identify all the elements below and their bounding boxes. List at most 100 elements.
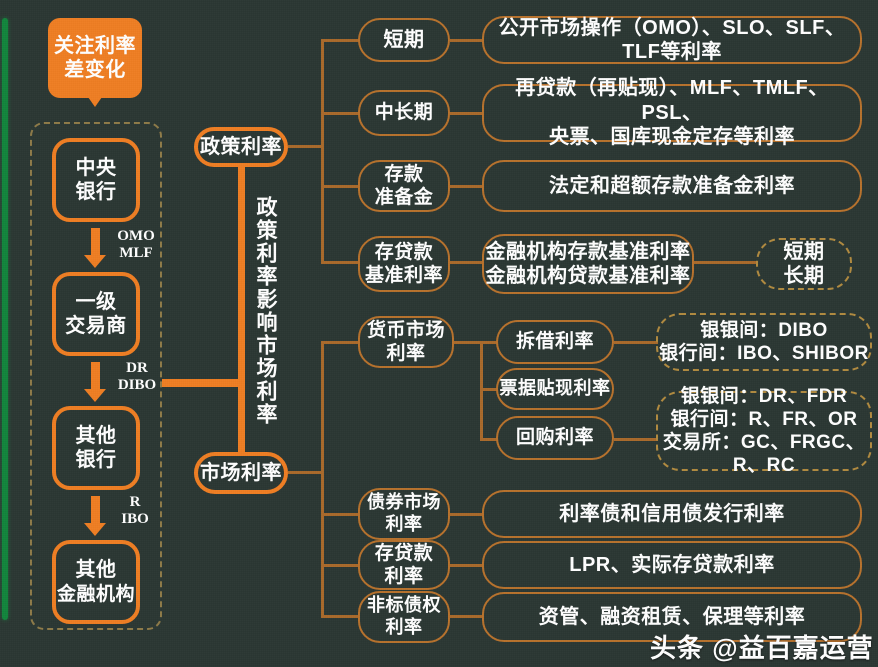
policy-row-3-link (450, 185, 484, 188)
money-market-sub-2-label: 票据贴现利率 (499, 378, 611, 399)
node-central-bank-line-2: 银行 (75, 181, 117, 203)
policy-branch-stub (288, 145, 324, 148)
policy-key-reserve-line-1: 存款 (384, 163, 424, 185)
market-detail-nonstandard-text: 资管、融资租赁、保理等利率 (538, 605, 806, 628)
policy-key-short-term: 短期 (358, 18, 450, 62)
policy-extra-term-box: 短期 长期 (756, 238, 852, 290)
policy-feeder-3 (321, 185, 359, 188)
policy-detail-mlt-line-1: 再贷款（再贴现）、MLF、TMLF、PSL、 (515, 77, 829, 124)
edge-label-omo-mlf: OMO MLF (104, 228, 168, 262)
money-market-detail-2-line-3: 交易所：GC、FRGC、R、RC (662, 432, 866, 477)
policy-feeder-1 (321, 39, 359, 42)
node-primary-dealer-line-2: 交易商 (65, 315, 127, 337)
connector-spine-vertical (238, 164, 245, 456)
money-market-sub-feeder-1 (480, 341, 498, 344)
money-market-detail-2-line-1: 银银间：DR、FDR (680, 385, 848, 407)
title-line-1: 关注利率 (54, 34, 136, 57)
policy-extra-term-line-2: 长期 (783, 265, 825, 287)
node-primary-dealer-line-1: 一级 (75, 290, 117, 313)
node-other-financial-institutions: 其他 金融机构 (52, 540, 140, 624)
policy-key-reserve-requirement: 存款 准备金 (358, 160, 450, 212)
money-market-detail-1-line-1: 银银间：DIBO (700, 319, 828, 341)
market-row-3-link (450, 564, 484, 567)
market-key-bond-line-1: 债券市场 (367, 492, 441, 513)
market-detail-nonstandard-credit: 资管、融资租赁、保理等利率 (482, 592, 862, 642)
market-row-2-link (450, 513, 484, 516)
spine-vertical-label: 政策利率影响市场利率 (254, 196, 277, 426)
node-other-fi-line-1: 其他 (75, 559, 117, 582)
market-key-bond-market: 债券市场 利率 (358, 488, 450, 540)
edge-label-dr-dibo-line-2: DIBO (117, 376, 157, 393)
branch-market-rate-label: 市场利率 (200, 461, 282, 484)
arrow-2-head (84, 389, 106, 402)
connector-left-to-spine (162, 379, 244, 387)
arrow-3-stem (91, 496, 100, 524)
policy-key-benchmark-line-2: 基准利率 (364, 265, 443, 286)
edge-label-dr-dibo-line-1: DR (126, 360, 148, 376)
market-key-deposit-loan: 存贷款 利率 (358, 540, 450, 590)
money-market-sub-3-label: 回购利率 (515, 427, 594, 449)
policy-key-benchmark-rate: 存贷款 基准利率 (358, 236, 450, 292)
arrow-1-stem (91, 228, 100, 256)
edge-label-r-ibo-line-2: IBO (121, 510, 149, 527)
policy-detail-short-term: 公开市场操作（OMO）、SLO、SLF、TLF等利率 (482, 16, 862, 64)
policy-row-4-extra-link (694, 261, 758, 264)
policy-extra-term-line-1: 短期 (783, 240, 825, 263)
green-accent-bar (2, 18, 8, 620)
market-branch-trunk (321, 341, 324, 618)
policy-row-2-link (450, 112, 484, 115)
money-market-detail-link-1 (614, 341, 658, 344)
edge-label-omo-mlf-line-1: OMO (117, 228, 155, 244)
node-other-banks-line-1: 其他 (75, 424, 117, 447)
node-primary-dealer: 一级 交易商 (52, 272, 140, 356)
market-detail-deposit-loan: LPR、实际存贷款利率 (482, 541, 862, 589)
market-feeder-1 (321, 341, 359, 344)
market-detail-bond-text: 利率债和信用债发行利率 (559, 502, 785, 525)
market-key-deposit-loan-line-1: 存贷款 (374, 542, 434, 564)
market-feeder-3 (321, 564, 359, 567)
money-market-detail-1-line-2: 银行间：IBO、SHIBOR (659, 343, 869, 364)
market-branch-stub (288, 471, 324, 474)
title-line-2: 差变化 (64, 59, 126, 81)
policy-detail-mlt-line-2: 央票、国库现金定存等利率 (549, 126, 795, 149)
policy-feeder-4 (321, 261, 359, 264)
policy-detail-short-term-text: 公开市场操作（OMO）、SLO、SLF、TLF等利率 (498, 16, 846, 63)
money-market-detail-lending-rates: 银银间：DIBO 银行间：IBO、SHIBOR (656, 313, 872, 371)
arrow-3-head (84, 523, 106, 536)
node-other-fi-line-2: 金融机构 (56, 583, 135, 605)
market-detail-bond-market: 利率债和信用债发行利率 (482, 490, 862, 538)
money-market-detail-link-2 (614, 438, 658, 441)
policy-detail-reserve-requirement: 法定和超额存款准备金利率 (482, 160, 862, 212)
left-chain-group (30, 122, 162, 630)
market-key-nonstandard-line-2: 利率 (385, 617, 423, 637)
market-key-bond-line-2: 利率 (385, 514, 423, 534)
edge-label-omo-mlf-line-2: MLF (119, 244, 153, 261)
node-other-banks-line-2: 银行 (75, 449, 117, 471)
policy-row-1-link (450, 39, 484, 42)
watermark: 头条 @益百嘉运营 (650, 633, 874, 663)
market-key-money-market-line-1: 货币市场 (366, 319, 445, 341)
policy-row-4-link (450, 261, 484, 264)
edge-label-r-ibo: R IBO (104, 494, 166, 528)
policy-key-reserve-line-2: 准备金 (374, 187, 434, 208)
policy-key-short-term-label: 短期 (383, 28, 425, 51)
market-feeder-4 (321, 615, 359, 618)
policy-detail-medium-long-term: 再贷款（再贴现）、MLF、TMLF、PSL、 央票、国库现金定存等利率 (482, 77, 862, 148)
node-central-bank: 中央 银行 (52, 138, 140, 222)
money-market-sub-feeder-2 (480, 388, 498, 391)
node-other-banks: 其他 银行 (52, 406, 140, 490)
money-market-sub-bill-discount: 票据贴现利率 (496, 368, 614, 410)
money-market-sub-trunk (480, 341, 483, 441)
title-callout-tail (88, 97, 102, 107)
money-market-sub-feeder-3 (480, 438, 498, 441)
money-market-sub-stub (454, 341, 482, 344)
node-central-bank-line-1: 中央 (75, 156, 117, 179)
money-market-sub-1-label: 拆借利率 (515, 331, 594, 353)
arrow-2-stem (91, 362, 100, 390)
market-key-nonstandard-line-1: 非标债权 (367, 595, 441, 616)
market-key-money-market-line-2: 利率 (386, 343, 426, 364)
branch-market-rate: 市场利率 (194, 452, 288, 494)
branch-policy-rate: 政策利率 (194, 127, 288, 167)
money-market-detail-repo-rates: 银银间：DR、FDR 银行间：R、FR、OR 交易所：GC、FRGC、R、RC (656, 386, 872, 476)
policy-feeder-2 (321, 112, 359, 115)
